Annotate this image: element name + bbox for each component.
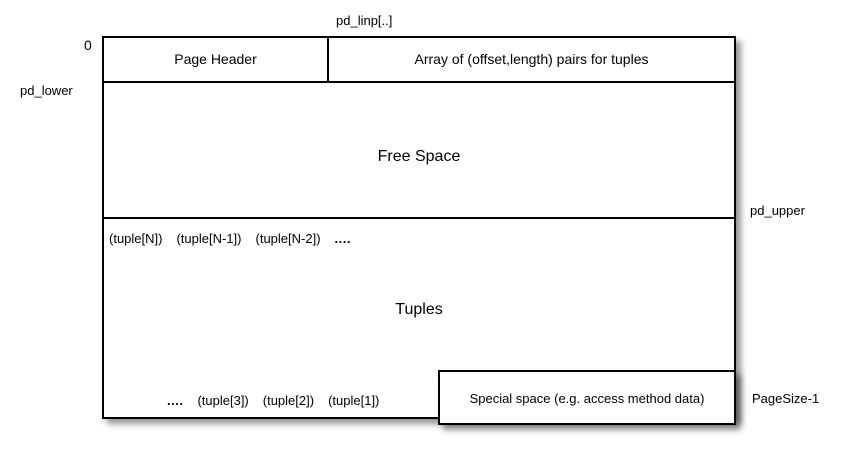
page-size-end-label: PageSize-1 [752, 391, 820, 406]
special-space-box: Special space (e.g. access method data) [438, 370, 736, 425]
linp-array-label: Array of (offset,length) pairs for tuple… [414, 51, 649, 67]
page-layout-box: Page Header Array of (offset,length) pai… [102, 36, 736, 419]
tuple-row-bottom: .... (tuple[3]) (tuple[2]) (tuple[1]) [167, 394, 379, 407]
pd-lower-label: pd_lower [20, 83, 73, 98]
special-space-label: Special space (e.g. access method data) [469, 391, 705, 406]
pd-linp-label: pd_linp[..] [336, 13, 393, 28]
pd-lower-divider [104, 81, 734, 83]
tuple-item-3: (tuple[3]) [197, 393, 249, 408]
tuple-item-2: (tuple[2]) [262, 393, 315, 408]
tuple-item-1: (tuple[1]) [328, 393, 380, 408]
page-header-label: Page Header [174, 51, 257, 67]
tuples-label: Tuples [395, 301, 443, 318]
tuple-item-n: (tuple[N]) [109, 231, 163, 246]
tuple-row-top-ellipsis: .... [334, 231, 351, 246]
pd-upper-label: pd_upper [750, 203, 805, 218]
tuple-item-n-minus-1: (tuple[N-1]) [176, 231, 242, 246]
page-header-linp-divider [327, 38, 329, 81]
tuple-row-bottom-ellipsis: .... [167, 393, 184, 408]
tuple-item-n-minus-2: (tuple[N-2]) [255, 231, 321, 246]
tuple-row-top: (tuple[N]) (tuple[N-1]) (tuple[N-2]) ...… [109, 232, 351, 245]
pd-upper-divider [104, 217, 734, 219]
offset-zero-label: 0 [84, 37, 92, 53]
free-space-label: Free Space [377, 148, 461, 165]
